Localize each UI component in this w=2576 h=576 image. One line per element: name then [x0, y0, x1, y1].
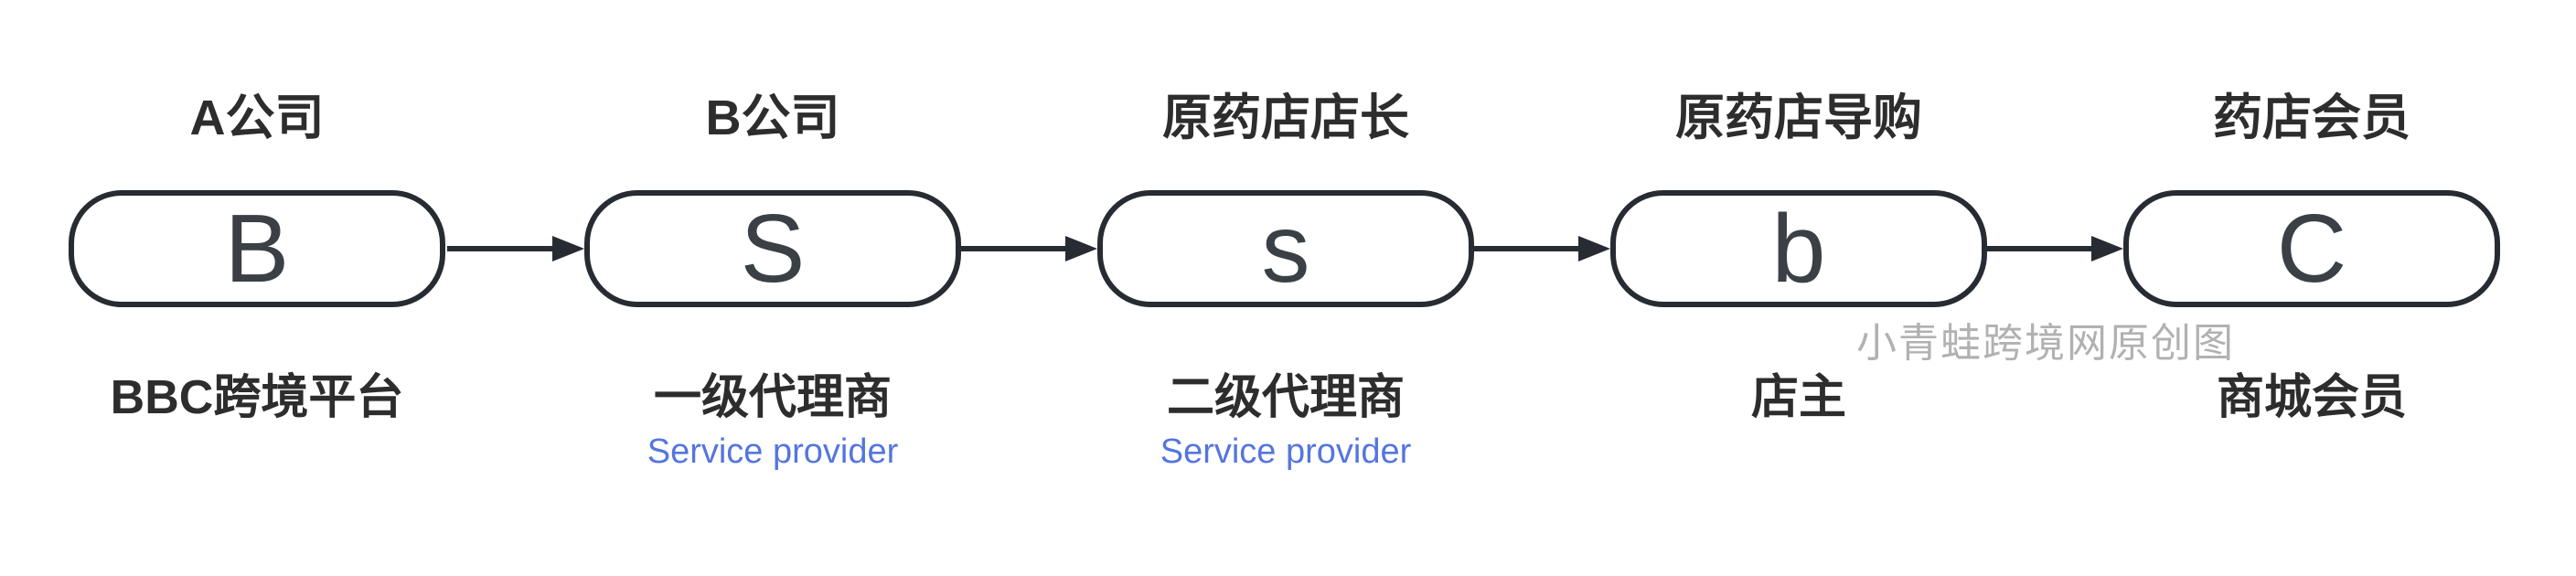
node-group-a-company: A公司 B BBC跨境平台 — [69, 0, 445, 576]
node-top-label: B公司 — [705, 91, 840, 145]
watermark: 小青蛙跨境网原创图 — [1856, 321, 2235, 366]
node-letter: B — [224, 195, 290, 303]
node-letter: s — [1261, 195, 1310, 303]
flow-arrow-icon — [960, 236, 1097, 261]
node-bottom-label: 一级代理商 — [653, 371, 893, 424]
node-group-b-company: B公司 S 一级代理商 Service provider — [584, 0, 961, 576]
node-top-label: A公司 — [189, 91, 325, 145]
node-bottom-label: BBC跨境平台 — [110, 371, 404, 424]
node-bottom-label: 二级代理商 — [1166, 371, 1406, 424]
node-group-pharmacy-guide: 原药店导购 b 店主 — [1610, 0, 1987, 576]
node-bottom-label: 店主 — [1750, 371, 1847, 424]
node-letter: S — [740, 195, 806, 303]
node-pill: C — [2123, 190, 2500, 307]
flow-arrow-icon — [1986, 236, 2123, 261]
node-top-label: 原药店导购 — [1675, 91, 1922, 145]
flow-arrow-icon — [447, 236, 584, 261]
node-group-pharmacy-member: 药店会员 C 商城会员 — [2123, 0, 2500, 576]
flow-arrow-icon — [1473, 236, 1610, 261]
node-pill: B — [69, 190, 445, 307]
node-top-label: 原药店店长 — [1162, 91, 1409, 145]
node-pill: b — [1610, 190, 1987, 307]
service-provider-label: Service provider — [1160, 432, 1412, 471]
node-top-label: 药店会员 — [2213, 91, 2410, 145]
node-pill: S — [584, 190, 961, 307]
node-group-pharmacy-manager: 原药店店长 s 二级代理商 Service provider — [1097, 0, 1474, 576]
node-letter: C — [2276, 195, 2347, 303]
node-bottom-label: 商城会员 — [2216, 371, 2408, 424]
service-provider-label: Service provider — [647, 432, 899, 471]
node-letter: b — [1771, 195, 1826, 303]
node-pill: s — [1097, 190, 1474, 307]
